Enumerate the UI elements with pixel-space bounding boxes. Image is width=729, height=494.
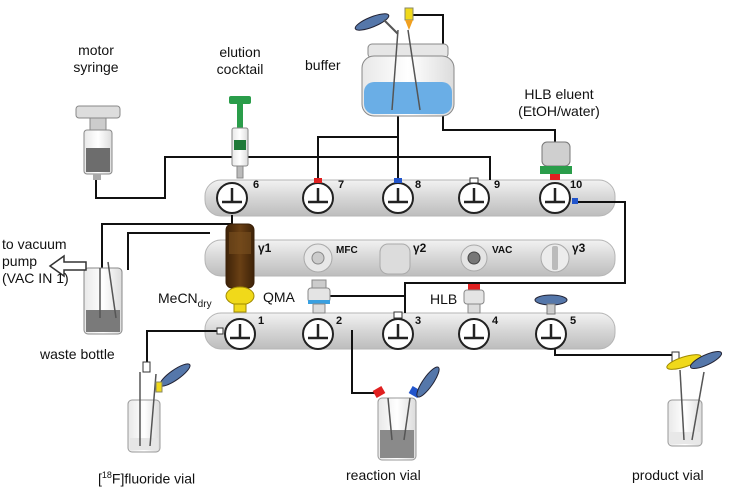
valve-1-label: 1	[258, 315, 264, 327]
buffer-label: buffer	[305, 57, 341, 73]
valve-2-label: 2	[336, 315, 342, 327]
qma-label: QMA	[263, 289, 295, 305]
valve-4-label: 4	[492, 315, 499, 327]
valve-7-label: 7	[338, 179, 344, 191]
elution-cocktail-label: elution cocktail	[216, 44, 264, 77]
hlb-label: HLB	[430, 291, 458, 307]
waste-bottle-icon	[83, 261, 123, 335]
valve-9-label: 9	[494, 179, 500, 191]
vacuum-arrow-icon	[48, 254, 87, 278]
valve-10[interactable]: 10	[539, 179, 582, 214]
gamma3-knob-icon[interactable]	[540, 243, 570, 273]
bottom-valves: 1 2 3 4 5	[216, 311, 576, 350]
top-valves: 6 7 8 9 10	[216, 177, 582, 214]
hlb-cartridge-icon	[463, 284, 485, 314]
gamma3-label: γ3	[572, 241, 586, 255]
gamma1-label: γ1	[258, 241, 272, 255]
fluoride-vial-icon	[127, 361, 191, 453]
elution-cocktail-syringe-icon	[229, 96, 251, 179]
product-vial-label: product vial	[632, 467, 704, 483]
mecn-dry-label: MeCNdry	[158, 290, 212, 310]
buffer-bottle-icon	[354, 7, 455, 117]
vac-port-icon[interactable]	[460, 244, 488, 272]
valve-3[interactable]: 3	[382, 311, 421, 350]
valve-3-label: 3	[415, 315, 421, 327]
valve-9[interactable]: 9	[458, 177, 500, 214]
valve-8[interactable]: 8	[382, 178, 421, 214]
valve-10-label: 10	[570, 179, 582, 191]
valve-4[interactable]: 4	[458, 315, 499, 350]
reaction-vial-label: reaction vial	[346, 467, 421, 483]
middle-components: γ1 MFC γ2 VAC γ3	[225, 223, 586, 313]
motor-syringe-label: motor syringe	[73, 42, 119, 75]
valve-1[interactable]: 1	[216, 315, 264, 350]
mecn-cartridge-icon	[225, 223, 255, 313]
to-vacuum-pump-label: to vacuum pump (VAC IN 1)	[2, 236, 69, 286]
fluoride-vial-label: [18F]fluoride vial	[98, 470, 196, 487]
mfc-knob-icon[interactable]	[303, 243, 333, 273]
valve-5-label: 5	[570, 315, 576, 327]
valve-7[interactable]: 7	[302, 178, 344, 214]
valve-8-label: 8	[415, 179, 421, 191]
gamma2-label: γ2	[413, 241, 427, 255]
mfc-label: MFC	[336, 245, 358, 256]
vac-label: VAC	[492, 245, 512, 256]
gamma2-detector-icon	[379, 243, 411, 275]
hlb-eluent-vial-icon	[540, 141, 572, 180]
qma-cartridge-icon	[307, 279, 331, 314]
hlb-eluent-label: HLB eluent (EtOH/water)	[518, 86, 600, 119]
valve-5[interactable]: 5	[535, 315, 576, 350]
motor-syringe-icon	[75, 105, 121, 180]
waste-bottle-label: waste bottle	[40, 346, 115, 362]
valve-6[interactable]: 6	[216, 179, 259, 214]
reaction-vial-icon	[372, 366, 440, 461]
valve-6-label: 6	[253, 179, 259, 191]
product-vial-icon	[666, 351, 723, 447]
valve-2[interactable]: 2	[302, 315, 342, 350]
valve5-filter-icon	[534, 294, 568, 315]
